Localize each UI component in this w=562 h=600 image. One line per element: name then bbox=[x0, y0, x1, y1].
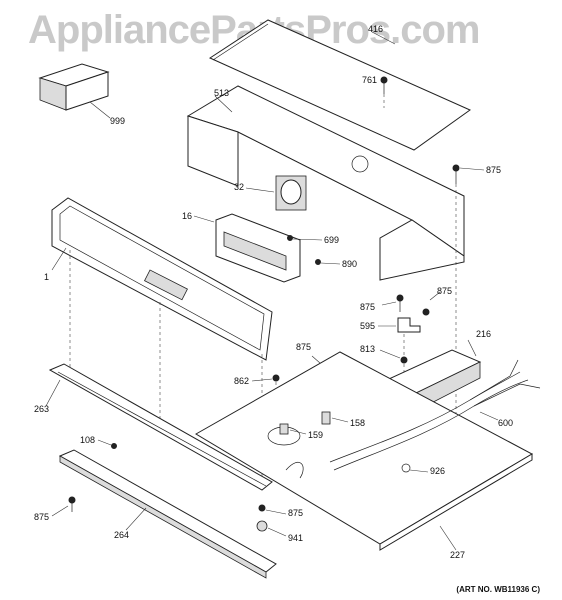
callout-227: 227 bbox=[450, 550, 466, 560]
screw-699 bbox=[287, 235, 323, 241]
callout-32: 32 bbox=[234, 182, 245, 192]
callout-158: 158 bbox=[350, 418, 366, 428]
art-number: (ART NO. WB11936 C) bbox=[456, 585, 540, 594]
part-999-box bbox=[38, 63, 111, 119]
screw-813 bbox=[379, 349, 408, 364]
part-941-grommet bbox=[256, 520, 287, 537]
callout-264: 264 bbox=[114, 530, 130, 540]
bracket-595 bbox=[378, 291, 441, 480]
screw-761 bbox=[380, 76, 388, 108]
callout-761: 761 bbox=[362, 75, 378, 85]
part-159-sensor bbox=[279, 423, 307, 435]
part-600-wire-harness bbox=[329, 359, 541, 471]
screw-875-bottom-center bbox=[258, 504, 287, 515]
callout-216: 216 bbox=[476, 329, 492, 339]
part-227-base bbox=[195, 351, 534, 551]
callout-875-e: 875 bbox=[34, 512, 50, 522]
callout-600: 600 bbox=[498, 418, 514, 428]
callout-875-d: 875 bbox=[296, 342, 312, 352]
callout-875-b: 875 bbox=[360, 302, 376, 312]
callout-513: 513 bbox=[214, 88, 230, 98]
callout-1: 1 bbox=[44, 272, 50, 282]
part-16-control-board bbox=[193, 213, 301, 283]
callout-813: 813 bbox=[360, 344, 376, 354]
callout-875-c: 875 bbox=[437, 286, 453, 296]
part-926 bbox=[401, 463, 429, 473]
screw-875-bottom-left bbox=[51, 496, 76, 517]
callout-16: 16 bbox=[182, 211, 193, 221]
part-264-lower-rail bbox=[58, 449, 277, 579]
callout-699: 699 bbox=[324, 235, 340, 245]
part-513-back-frame bbox=[186, 85, 465, 281]
callout-875-f: 875 bbox=[288, 508, 304, 518]
part-1-control-panel bbox=[51, 197, 273, 490]
callout-416: 416 bbox=[368, 24, 384, 34]
callout-595: 595 bbox=[360, 321, 376, 331]
callout-263: 263 bbox=[34, 404, 50, 414]
part-158-sensor bbox=[321, 411, 349, 425]
callout-890: 890 bbox=[342, 259, 358, 269]
part-416-top-cover bbox=[208, 19, 472, 151]
callout-875-a: 875 bbox=[486, 165, 502, 175]
callout-999: 999 bbox=[110, 116, 126, 126]
screw-890 bbox=[315, 259, 341, 265]
screw-108 bbox=[97, 439, 117, 449]
part-263-trim bbox=[45, 363, 273, 491]
callout-108: 108 bbox=[80, 435, 96, 445]
callout-862: 862 bbox=[234, 376, 250, 386]
screw-875-top-right bbox=[452, 164, 485, 470]
part-32-fan-motor bbox=[245, 175, 307, 211]
callout-941: 941 bbox=[288, 533, 304, 543]
callout-159: 159 bbox=[308, 430, 324, 440]
callout-926: 926 bbox=[430, 466, 446, 476]
